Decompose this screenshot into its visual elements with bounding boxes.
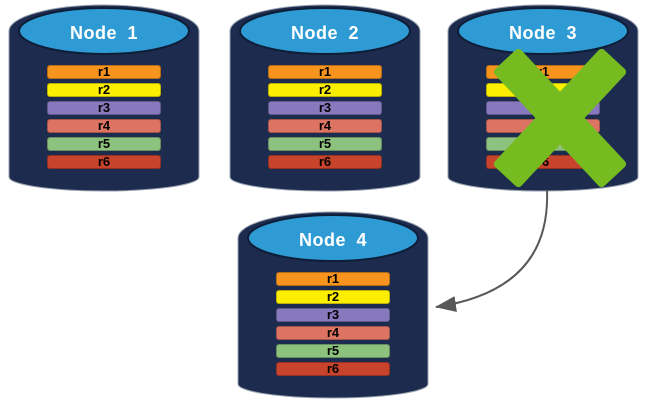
cylinder-top-shape	[247, 214, 419, 262]
row-r2: r2	[268, 83, 382, 97]
row-r2: r2	[47, 83, 161, 97]
node-title: Node 2	[290, 23, 359, 43]
row-r3: r3	[268, 101, 382, 115]
node-2: Node 2 r1 r2 r3 r4 r5 r6	[229, 4, 421, 192]
row-r6: r6	[268, 155, 382, 169]
cylinder-top-shape	[239, 7, 411, 55]
row-r6: r6	[47, 155, 161, 169]
node-title: Node 4	[298, 230, 367, 250]
node-4: Node 4 r1 r2 r3 r4 r5 r6	[237, 211, 429, 399]
row-r5: r5	[276, 344, 390, 358]
row-list: r1 r2 r3 r4 r5 r6	[268, 65, 382, 169]
row-r1: r1	[47, 65, 161, 79]
row-r3: r3	[276, 308, 390, 322]
row-r2: r2	[276, 290, 390, 304]
transfer-arrow-curve	[435, 189, 549, 312]
failure-cross-icon	[493, 48, 627, 188]
cylinder-top-shape	[18, 7, 190, 55]
node-title: Node 3	[508, 23, 577, 43]
row-r4: r4	[276, 326, 390, 340]
cylinder-top-shape	[457, 7, 629, 55]
row-list: r1 r2 r3 r4 r5 r6	[47, 65, 161, 169]
row-list: r1 r2 r3 r4 r5 r6	[276, 272, 390, 376]
row-r6: r6	[276, 362, 390, 376]
row-r4: r4	[268, 119, 382, 133]
node-title: Node 1	[69, 23, 138, 43]
row-r5: r5	[47, 137, 161, 151]
node-1: Node 1 r1 r2 r3 r4 r5 r6	[8, 4, 200, 192]
row-r5: r5	[268, 137, 382, 151]
row-r4: r4	[47, 119, 161, 133]
row-r1: r1	[276, 272, 390, 286]
cross-bar-shape	[493, 48, 627, 188]
row-r3: r3	[47, 101, 161, 115]
row-r1: r1	[268, 65, 382, 79]
